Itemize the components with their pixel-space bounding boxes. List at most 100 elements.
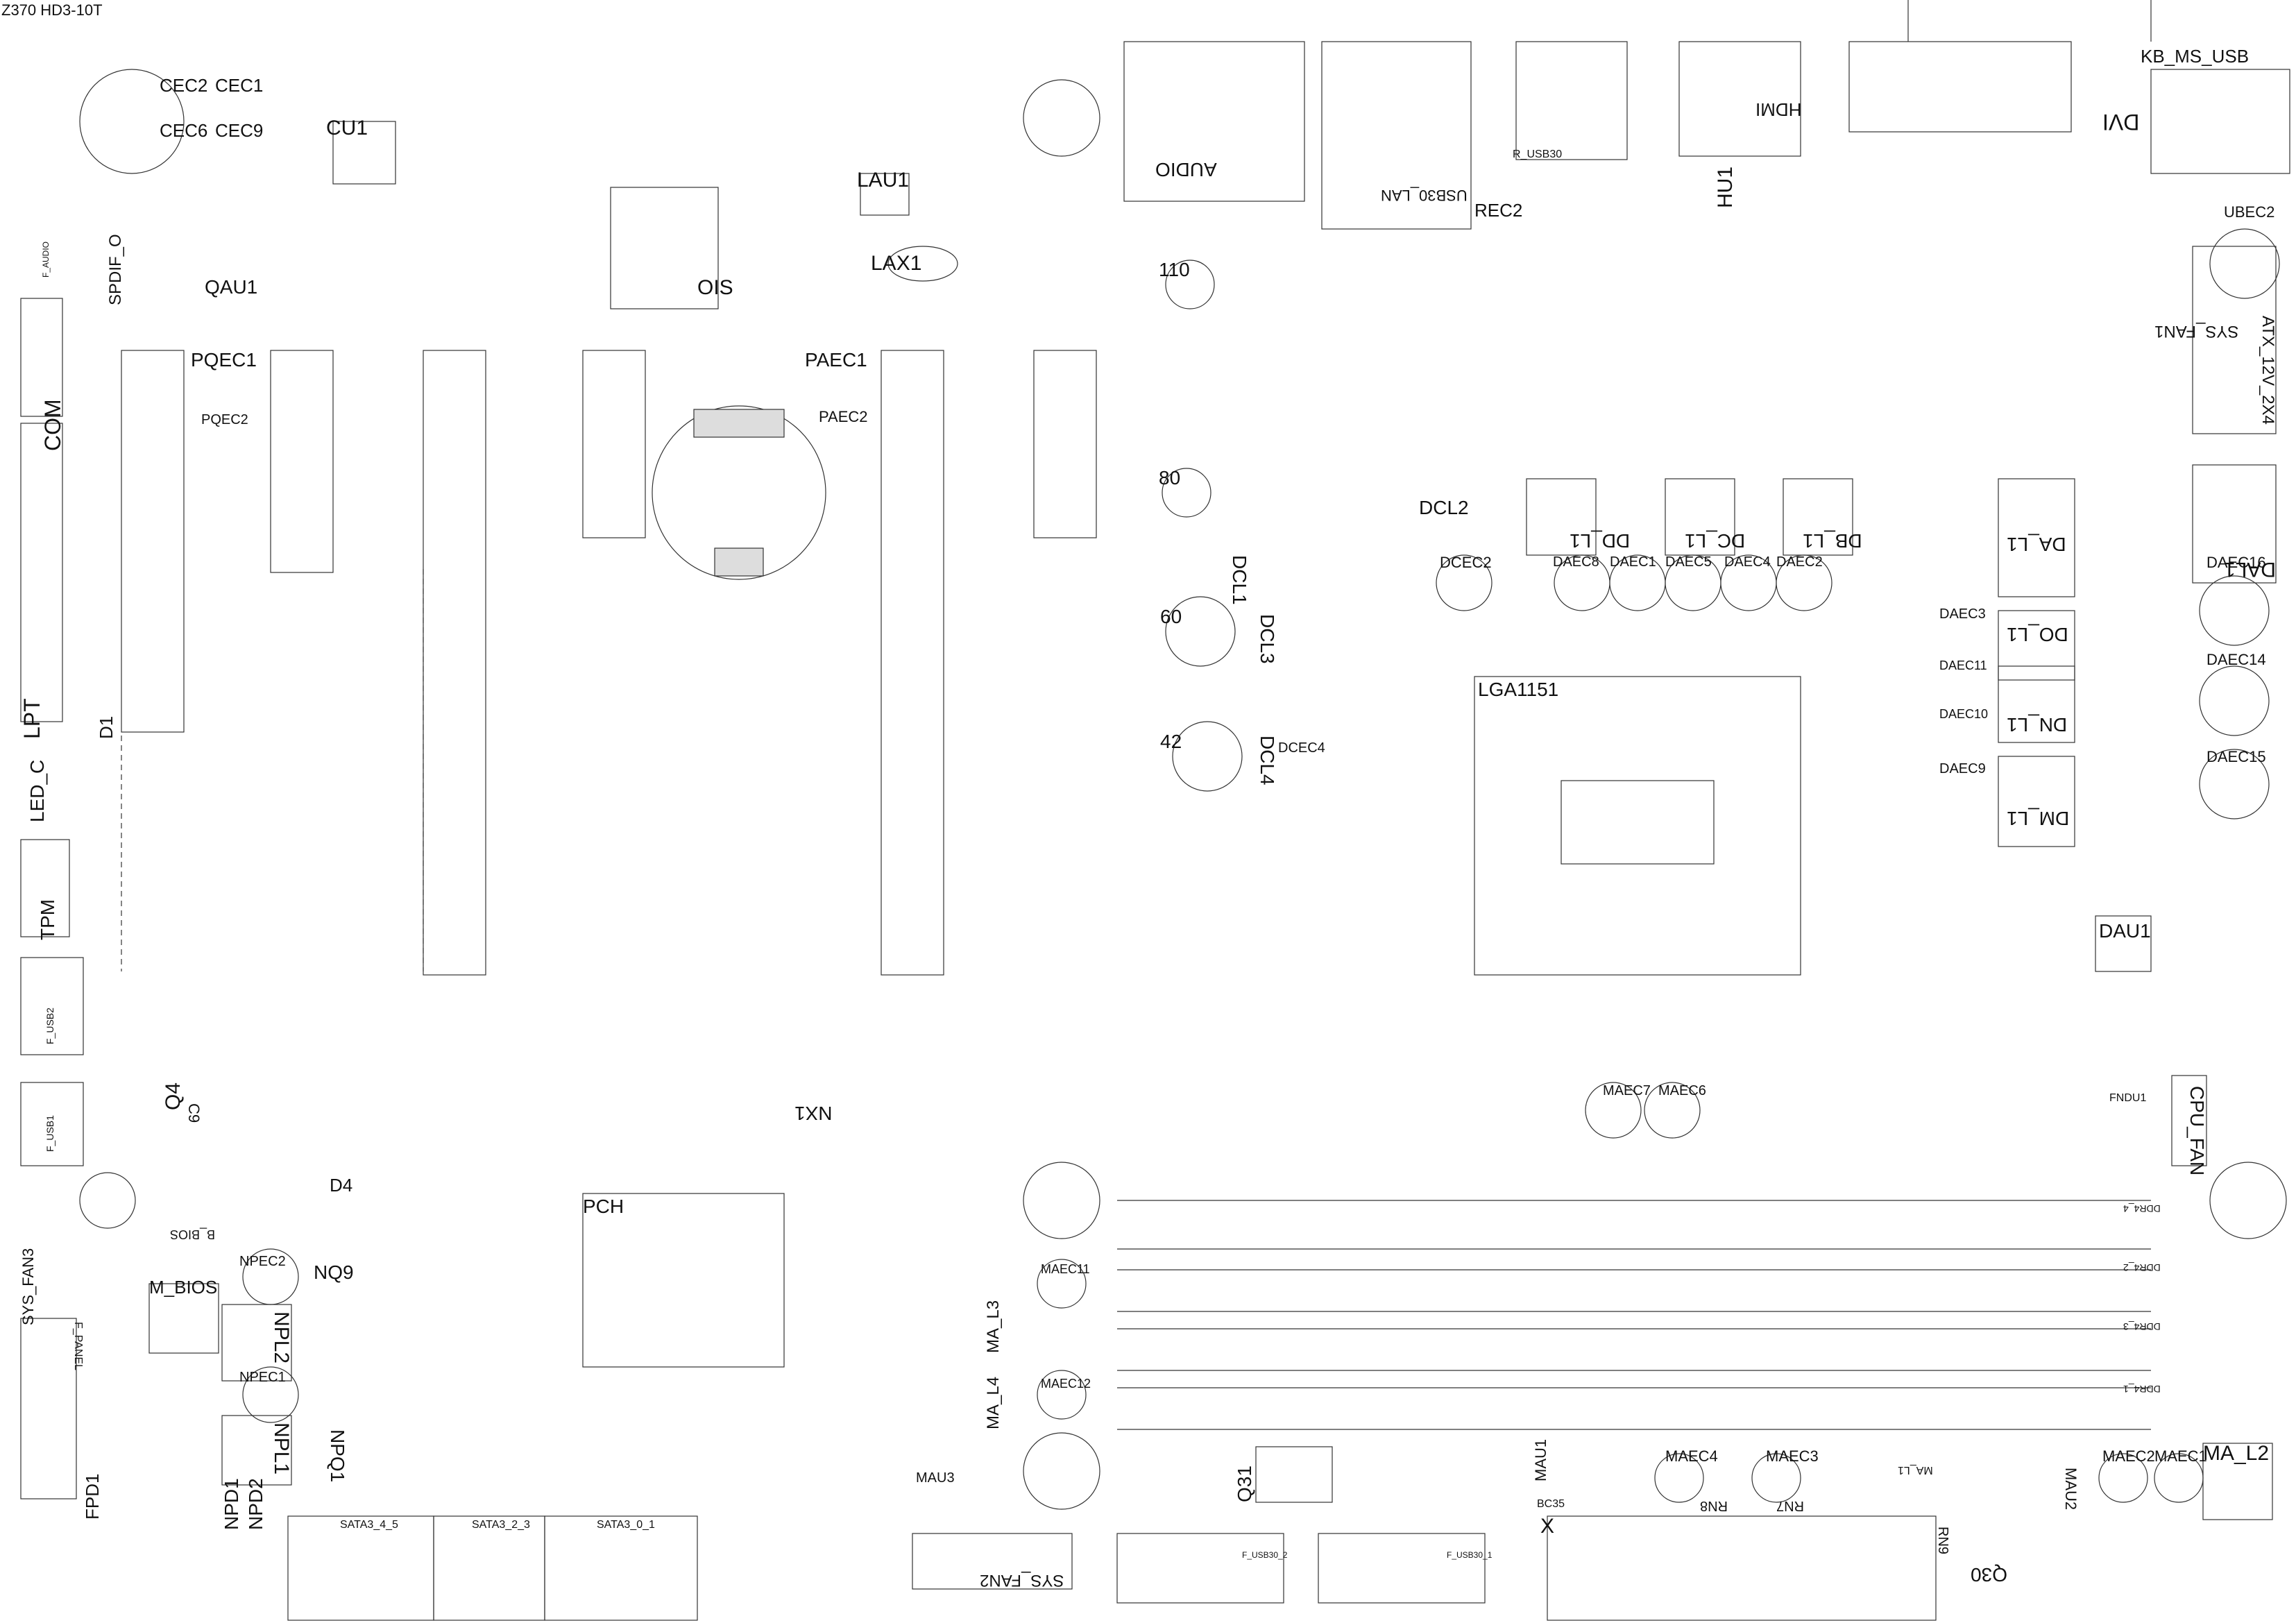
label-daec1: DAEC1 [1610,554,1656,570]
label-dcec2: DCEC2 [1440,554,1492,571]
label-ois: OIS [697,276,733,299]
f-panel-header [20,1318,77,1499]
cap-60 [1165,596,1236,667]
dd-dl1-choke [1526,478,1597,556]
label-npl2: NPL2 [270,1311,293,1364]
label-paec1: PAEC1 [805,349,867,371]
label-ma-l2: MA_L2 [2203,1442,2270,1465]
label-led-c: LED_C [26,759,48,822]
pcie-slot-6 [1033,350,1097,538]
label-com: COM [40,399,65,451]
daec2-cap [1776,554,1832,611]
mount-hole-top-left [1023,79,1100,157]
label-f-audio: F_AUDIO [41,241,51,278]
label-ddr4-4: DDR4_4 [2123,1203,2161,1214]
label-maec1: MAEC1 [2154,1447,2207,1465]
label-nx1: NX1 [794,1103,833,1124]
label-cpu-fan: CPU_FAN [2186,1086,2208,1176]
label-tpm: TPM [37,899,58,940]
label-dvi: DVI [2102,110,2140,135]
maec12-cap [1037,1370,1087,1420]
audio-jack-block [1123,41,1305,202]
com-header [20,298,63,417]
dn-dl1-choke [1998,665,2075,743]
label-daec5: DAEC5 [1665,554,1712,570]
label-db-l1: DB_L1 [1803,530,1862,552]
mount-hole-mid-left [1023,1162,1100,1239]
daec16-cap [2199,575,2270,646]
label-daec15: DAEC15 [2206,748,2266,765]
f-usb30-2-header [1116,1533,1284,1604]
label-mau1: MAU1 [1532,1438,1549,1481]
label-m-bios: M_BIOS [149,1277,218,1298]
label-daec10: DAEC10 [1939,707,1989,721]
da-dl1-choke [1998,478,2075,597]
label-rn9: RN9 [1935,1527,1950,1555]
cmos-battery [652,405,826,580]
label-42: 42 [1160,731,1182,752]
label-ubec2: UBEC2 [2224,203,2275,221]
label-q30: Q30 [1971,1564,2007,1586]
dm-dl1-choke [1998,756,2075,847]
label-npd2: NPD2 [245,1478,266,1530]
label-ma-l4: MA_L4 [984,1376,1003,1429]
board-title: Z370 HD3-10T [1,1,103,19]
cpu-fan-header [2171,1075,2207,1166]
f-usb30-1-header [1318,1533,1486,1604]
label-x: X [1540,1515,1555,1538]
daec14-cap [2199,665,2270,736]
label-q31: Q31 [1234,1465,1255,1502]
q31-chip [1255,1446,1333,1503]
label-cec2: CEC2 [160,75,208,96]
label-lga1151: LGA1151 [1478,679,1559,700]
sata3-0-1-connector [544,1515,698,1621]
sys-fan2-header [912,1533,1073,1590]
label-daec11: DAEC11 [1939,658,1987,672]
label-pch: PCH [583,1196,624,1217]
cpu-center-caps [1561,780,1715,865]
label-npq1: NPQ1 [327,1429,348,1483]
pcie-slot-4 [582,350,646,538]
label-daec3: DAEC3 [1939,606,1986,622]
label-dcl1: DCL1 [1229,555,1250,605]
maec4-cap [1654,1453,1704,1503]
label-r-usb30: R_USB30 [1513,148,1563,160]
label-da-l1: DA_L1 [2007,534,2066,555]
label-rn7: RN7 [1776,1498,1805,1513]
npec1-cap [242,1366,299,1423]
f-usb2-header [20,957,84,1055]
label-mau3: MAU3 [916,1470,955,1486]
db-dl1-choke [1783,478,1853,556]
label-sys-fan1: SYS_FAN1 [2154,322,2239,341]
label-daec9: DAEC9 [1939,761,1986,776]
label-daec16: DAEC16 [2206,554,2266,571]
cec-cap-large [79,69,185,174]
lpt-header [20,423,63,722]
mount-hole-bottom-left [1023,1432,1100,1510]
label-c9: C9 [185,1103,203,1123]
label-dc-l1: DC_L1 [1685,530,1746,552]
label-kb-ms-usb: KB_MS_USB [2141,46,2250,67]
label-ddr4-1: DDR4_1 [2123,1384,2161,1395]
npl2-choke [221,1304,292,1382]
label-cec1: CEC1 [215,75,264,96]
lau1-chip [860,173,910,216]
sata3-4-5-connector [287,1515,434,1621]
label-f-usb2: F_USB2 [44,1008,56,1044]
label-lau1: LAU1 [857,169,910,192]
label-dcl2: DCL2 [1419,497,1469,518]
label-dm-l1: DM_L1 [2007,808,2070,829]
ois-chip [610,187,719,309]
label-pqec1: PQEC1 [191,349,257,371]
label-ma-l1: MA_L1 [1898,1464,1933,1476]
label-bc35: BC35 [1537,1498,1565,1510]
label-dcl4: DCL4 [1257,736,1278,785]
label-ddr4-3: DDR4_3 [2123,1321,2161,1332]
label-mau2: MAU2 [2062,1468,2080,1511]
label-sys-fan3: SYS_FAN3 [19,1248,37,1325]
atx12v-block [2192,246,2277,434]
label-dcl3: DCL3 [1257,614,1278,664]
label-atx12v: ATX_12V_2X4 [2259,316,2277,425]
